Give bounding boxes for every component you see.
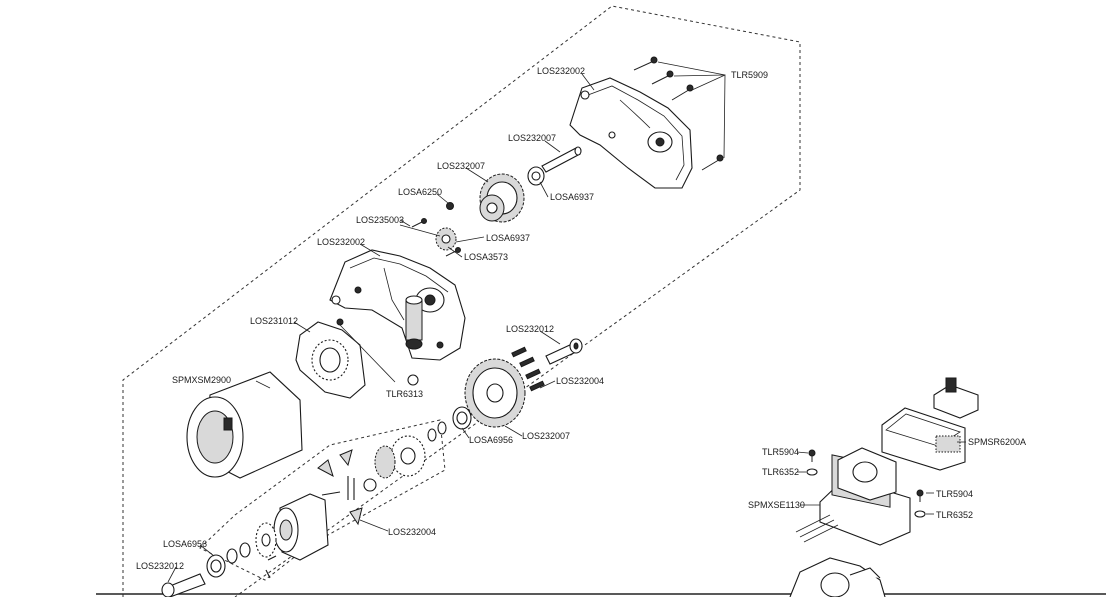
label-losa6956-b: LOSA6956 (163, 539, 207, 549)
assembly-boundary (122, 5, 801, 597)
screws-tlr5909 (633, 56, 726, 171)
label-tlr5904-b: TLR5904 (936, 489, 973, 499)
label-spmxsm2900: SPMXSM2900 (172, 375, 231, 385)
label-los232004-a: LOS232004 (556, 376, 604, 386)
label-spmsr6200a: SPMSR6200A (968, 437, 1026, 447)
spur-gear-los232007 (464, 358, 526, 428)
screw-tlr5904-b (916, 489, 924, 502)
label-losa6956-a: LOSA6956 (469, 435, 513, 445)
diff-housing (273, 493, 329, 561)
diff-pins (265, 555, 277, 579)
label-los232007-shaft: LOS232007 (508, 133, 556, 143)
callout-labels: LOS232002 TLR5909 LOS232007 LOS232007 LO… (136, 66, 1026, 571)
label-losa3573: LOSA3573 (464, 252, 508, 262)
bearing-losa6956-a (452, 406, 472, 430)
label-los232007-gear: LOS232007 (437, 161, 485, 171)
label-los231012: LOS231012 (250, 316, 298, 326)
receiver-spmsr6200a (881, 407, 966, 471)
label-los232012-top: LOS232012 (506, 324, 554, 334)
label-spmxse1130: SPMXSE1130 (748, 500, 805, 510)
label-los232002-mid: LOS232002 (317, 237, 365, 247)
chassis-fragment (789, 557, 886, 597)
output-shaft-los232012 (545, 338, 583, 365)
screw-tlr5904-a (808, 449, 816, 462)
label-losa6250: LOSA6250 (398, 187, 442, 197)
differential-boundary (199, 419, 446, 581)
nut-tlr6313 (336, 318, 419, 386)
label-los232012-bot: LOS232012 (136, 561, 184, 571)
gearbox-cover-top (569, 77, 693, 189)
shaft-los232007 (541, 146, 582, 173)
motor-plate-los231012 (295, 321, 366, 399)
label-tlr6352-b: TLR6352 (936, 510, 973, 520)
diff-ring-gear-small (255, 522, 277, 558)
bearing-losa6937-a (527, 166, 545, 186)
diff-cover (390, 435, 426, 477)
leader-lines (167, 73, 966, 583)
pinion-losa6937 (435, 227, 457, 251)
esc-spmxse1130 (795, 447, 911, 546)
motor-spmxsm2900 (186, 371, 303, 479)
label-los235003: LOS235003 (356, 215, 404, 225)
output-shaft-los232012-bottom (161, 573, 206, 597)
label-losa6937-a: LOSA6937 (550, 192, 594, 202)
screws-los232004 (511, 346, 545, 392)
label-los232007-spur: LOS232007 (522, 431, 570, 441)
bearing-losa6956-b (206, 554, 226, 578)
label-los232004-b: LOS232004 (388, 527, 436, 537)
washer-tlr6352-a (806, 468, 818, 476)
screw-losa3573 (445, 247, 461, 257)
diff-spider-gears (317, 449, 377, 526)
gearbox-housing-los232002 (329, 249, 466, 361)
label-tlr6313: TLR6313 (386, 389, 423, 399)
label-tlr5904-a: TLR5904 (762, 447, 799, 457)
diff-bevel-gear (374, 445, 396, 479)
nut-losa6250 (446, 202, 454, 210)
screw-los235003 (411, 218, 427, 228)
label-tlr6352-a: TLR6352 (762, 467, 799, 477)
label-tlr5909: TLR5909 (731, 70, 768, 80)
switch (933, 377, 979, 419)
label-losa6937-b: LOSA6937 (486, 233, 530, 243)
label-los232002-top: LOS232002 (537, 66, 585, 76)
diff-washers (226, 542, 251, 564)
washer-tlr6352-b (914, 510, 926, 518)
washers (427, 421, 447, 442)
idler-gear-los232007 (479, 173, 525, 223)
